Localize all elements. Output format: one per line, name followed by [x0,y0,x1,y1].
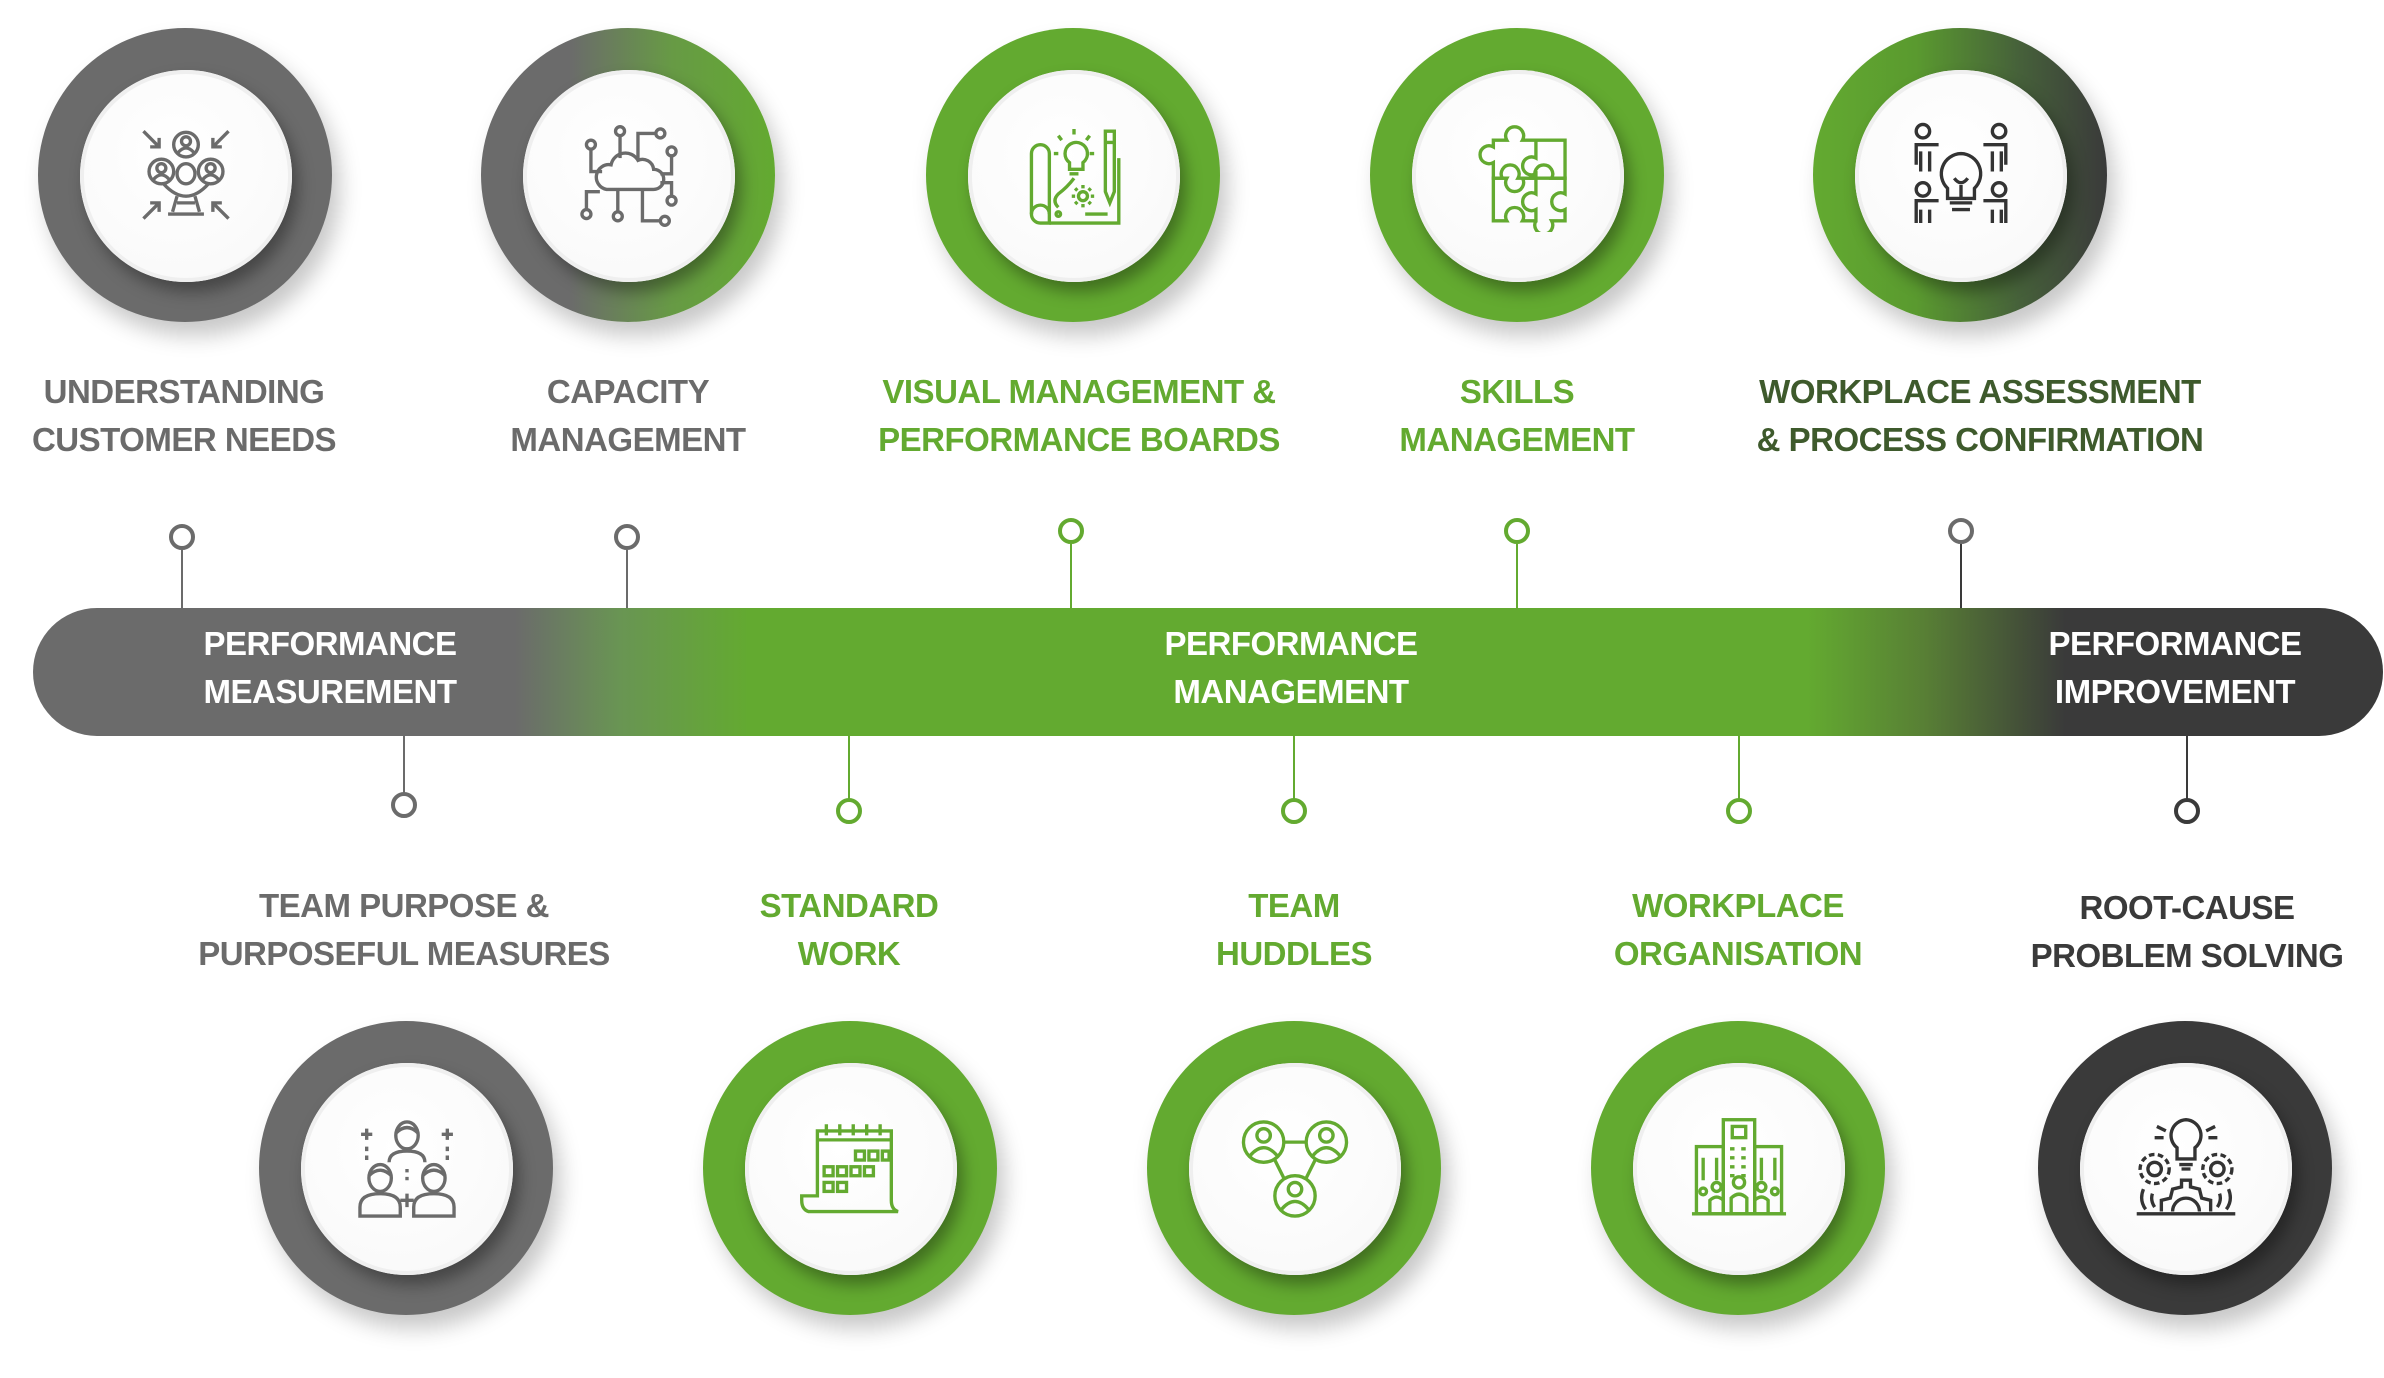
connector-line [1070,544,1072,608]
label-line-1: TEAM PURPOSE & [258,887,550,924]
node-inner [968,70,1180,282]
node-visual-management [926,28,1220,322]
phase-line-1: PERFORMANCE [2048,625,2302,662]
label-line-2: PROBLEM SOLVING [2030,937,2344,974]
label-line-2: & PROCESS CONFIRMATION [1756,421,2204,458]
label-line-2: PURPOSEFUL MEASURES [198,935,610,972]
node-inner [1633,1063,1845,1275]
label-visual-management: VISUAL MANAGEMENT & PERFORMANCE BOARDS [799,368,1359,464]
connector-dot [1948,518,1974,544]
phase-performance-management: PERFORMANCE MANAGEMENT [1081,620,1501,716]
label-standard-work: STANDARD WORK [569,882,1129,978]
label-understanding-customer-needs: UNDERSTANDING CUSTOMER NEEDS [0,368,464,464]
connector-dot [1058,518,1084,544]
connector-line [1738,736,1740,800]
node-inner [1189,1063,1401,1275]
node-inner [745,1063,957,1275]
phase-line-1: PERFORMANCE [203,625,457,662]
phase-line-2: MANAGEMENT [1173,673,1409,710]
label-team-purpose: TEAM PURPOSE & PURPOSEFUL MEASURES [124,882,684,978]
team-group-icon [358,1120,456,1218]
label-line-1: UNDERSTANDING [43,373,325,410]
phase-line-2: IMPROVEMENT [2054,673,2296,710]
phase-line-2: MEASUREMENT [203,673,457,710]
node-inner [2080,1063,2292,1275]
label-line-1: VISUAL MANAGEMENT & [882,373,1276,410]
connector-dot [614,524,640,550]
node-inner [1412,70,1624,282]
blueprint-idea-icon [1029,128,1121,225]
puzzle-icon [1478,125,1567,232]
node-team-huddles [1147,1021,1441,1315]
node-team-purpose [259,1021,553,1315]
label-line-1: ROOT-CAUSE [2079,889,2295,926]
label-capacity-management: CAPACITY MANAGEMENT [348,368,908,464]
label-line-1: STANDARD [759,887,939,924]
connector-dot [1281,798,1307,824]
label-line-1: WORKPLACE ASSESSMENT [1759,373,2201,410]
node-inner [523,70,735,282]
connector-line [181,550,183,608]
node-root-cause [2038,1021,2332,1315]
label-line-2: MANAGEMENT [1399,421,1635,458]
connector-line [848,736,850,800]
label-line-2: HUDDLES [1215,935,1373,972]
team-idea-icon [1914,122,2008,224]
label-line-1: TEAM [1248,887,1340,924]
building-people-icon [1691,1118,1787,1216]
node-inner [1855,70,2067,282]
node-capacity-management [481,28,775,322]
label-workplace-assessment: WORKPLACE ASSESSMENT & PROCESS CONFIRMAT… [1700,368,2260,464]
label-line-2: ORGANISATION [1613,935,1863,972]
connector-dot [1504,518,1530,544]
idea-gears-icon [2136,1118,2236,1216]
label-line-2: MANAGEMENT [510,421,746,458]
node-understanding-customer-needs [38,28,332,322]
label-line-2: PERFORMANCE BOARDS [878,421,1280,458]
connector-line [1516,544,1518,608]
connector-dot [391,792,417,818]
calendar-icon [800,1124,899,1214]
customer-focus-icon [142,130,230,220]
node-skills-management [1370,28,1664,322]
label-root-cause: ROOT-CAUSE PROBLEM SOLVING [1907,884,2384,980]
label-line-2: CUSTOMER NEEDS [31,421,337,458]
connector-dot [1726,798,1752,824]
cloud-network-icon [580,125,678,227]
timeline-bar [33,608,2383,736]
connector-line [2186,736,2188,800]
connector-dot [836,798,862,824]
label-line-1: CAPACITY [546,373,710,410]
connector-line [1293,736,1295,800]
label-line-1: SKILLS [1459,373,1575,410]
node-workplace-assessment [1813,28,2107,322]
label-skills-management: SKILLS MANAGEMENT [1237,368,1797,464]
phase-performance-measurement: PERFORMANCE MEASUREMENT [120,620,540,716]
phase-performance-improvement: PERFORMANCE IMPROVEMENT [1965,620,2384,716]
label-line-1: WORKPLACE [1632,887,1844,924]
connector-line [626,550,628,608]
node-workplace-organisation [1591,1021,1885,1315]
connector-line [1960,544,1962,608]
connector-dot [2174,798,2200,824]
node-inner [80,70,292,282]
team-network-icon [1241,1120,1349,1218]
node-standard-work [703,1021,997,1315]
connector-line [403,736,405,794]
label-line-2: WORK [797,935,901,972]
phase-line-1: PERFORMANCE [1164,625,1418,662]
connector-dot [169,524,195,550]
label-workplace-organisation: WORKPLACE ORGANISATION [1458,882,2018,978]
node-inner [301,1063,513,1275]
label-team-huddles: TEAM HUDDLES [1014,882,1574,978]
